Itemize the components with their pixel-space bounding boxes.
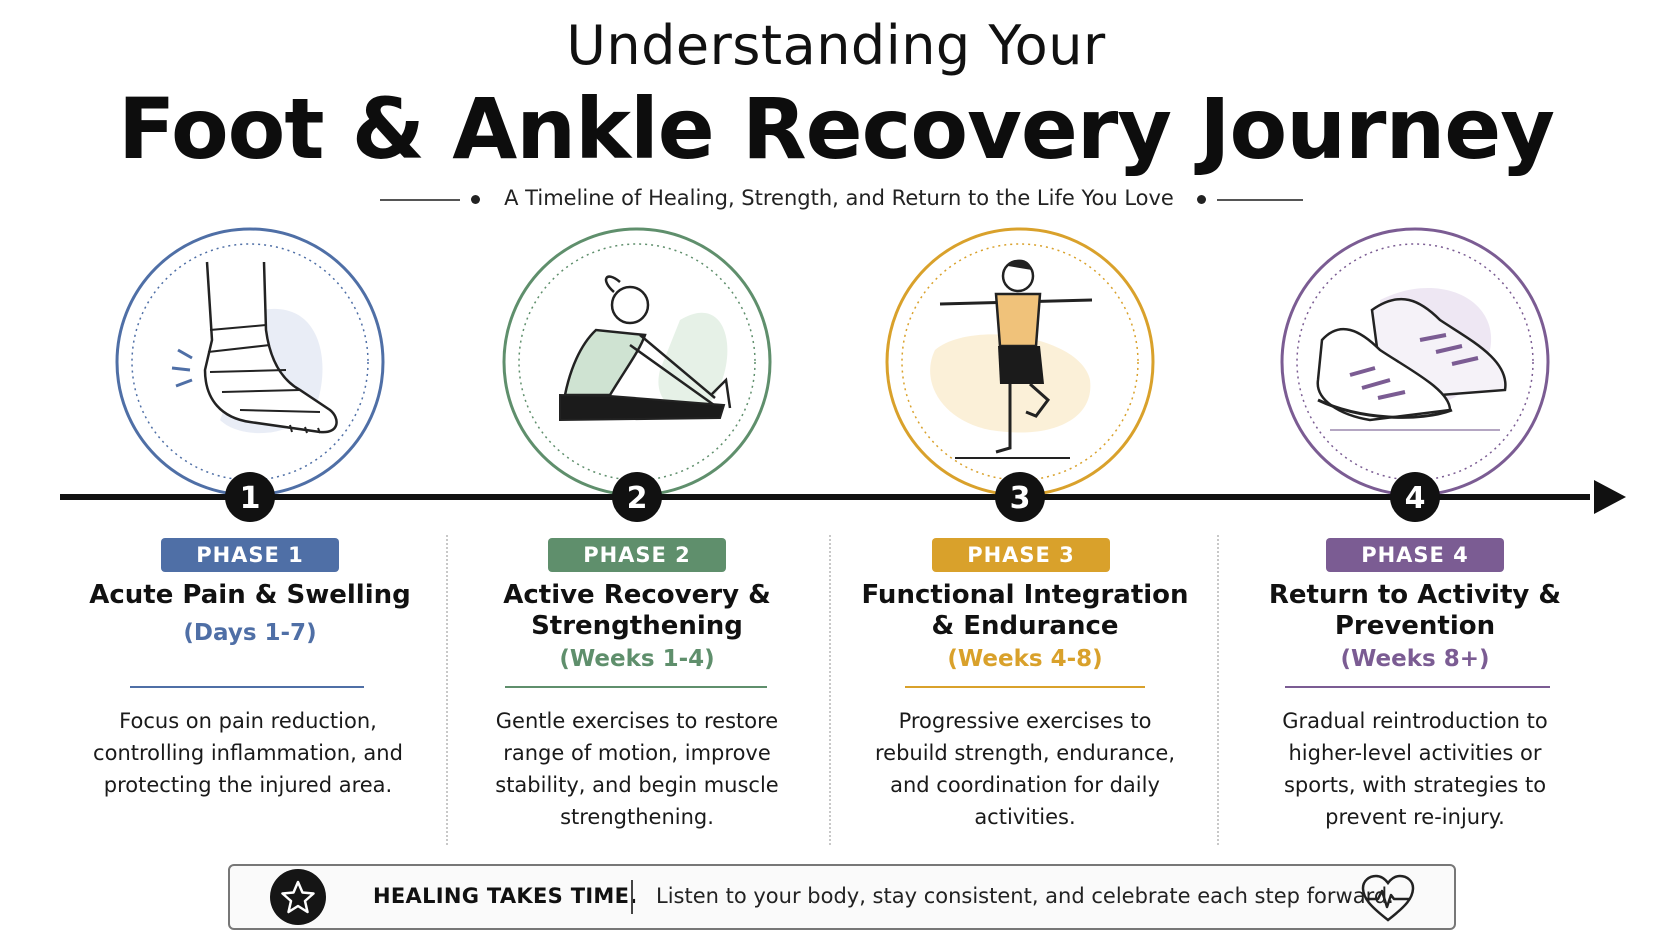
phase-3-rule <box>905 686 1145 688</box>
phase-1-description: Focus on pain reduction, controlling inf… <box>93 709 403 797</box>
phase-3-duration: (Weeks 4-8) <box>947 646 1103 672</box>
column-divider <box>829 535 831 845</box>
phase-3-title: Functional Integration & Endurance <box>861 580 1189 641</box>
phase-4-description: Gradual reintroduction to higher-level a… <box>1282 709 1548 829</box>
phase-4-number: 4 <box>1405 481 1426 516</box>
phase-2-description: Gentle exercises to restore range of mot… <box>495 709 779 829</box>
footer-headline: HEALING TAKES TIME. <box>373 884 638 908</box>
phase-2-rule <box>505 686 767 688</box>
footer-banner: HEALING TAKES TIME. Listen to your body,… <box>228 864 1456 930</box>
phase-1-illustration <box>115 227 385 497</box>
phase-2-duration: (Weeks 1-4) <box>559 646 715 672</box>
footer-separator <box>631 880 633 914</box>
phase-1-badge: PHASE 1 <box>161 538 339 572</box>
phase-4-illustration <box>1280 227 1550 497</box>
seated-stretch-icon <box>559 275 732 422</box>
phase-3-number: 3 <box>1010 481 1031 516</box>
phase-2-number: 2 <box>627 481 648 516</box>
phase-2-marker: 2 <box>612 472 662 522</box>
phase-3-illustration <box>885 227 1155 497</box>
heartbeat-icon <box>1360 874 1416 924</box>
phase-2-title: Active Recovery & Strengthening <box>503 580 771 641</box>
subtitle-row: A Timeline of Healing, Strength, and Ret… <box>0 186 1672 214</box>
phase-1-rule <box>130 686 364 688</box>
timeline-arrow-icon <box>1594 480 1626 514</box>
subtitle-dot-left <box>471 195 480 204</box>
running-shoes-icon <box>1316 288 1507 431</box>
title-line-1: Understanding Your <box>566 14 1106 77</box>
subtitle-rule-left <box>380 199 460 201</box>
phase-2-illustration <box>502 227 772 497</box>
column-divider <box>446 535 448 845</box>
phase-2-badge: PHASE 2 <box>548 538 726 572</box>
bandaged-ankle-icon <box>171 261 338 434</box>
phase-4-title: Return to Activity & Prevention <box>1268 580 1562 641</box>
single-leg-balance-icon <box>930 259 1093 459</box>
subtitle: A Timeline of Healing, Strength, and Ret… <box>504 186 1174 210</box>
star-icon <box>270 869 326 925</box>
subtitle-rule-right <box>1217 199 1303 201</box>
footer-message: Listen to your body, stay consistent, an… <box>656 884 1394 908</box>
phase-4-duration: (Weeks 8+) <box>1340 646 1490 672</box>
phase-4-rule <box>1285 686 1550 688</box>
phase-1-number: 1 <box>240 481 261 516</box>
subtitle-dot-right <box>1197 195 1206 204</box>
phase-1-duration: (Days 1-7) <box>183 620 317 646</box>
phase-3-badge: PHASE 3 <box>932 538 1110 572</box>
page-title: Foot & Ankle Recovery Journey <box>118 80 1555 178</box>
column-divider <box>1217 535 1219 845</box>
phase-3-marker: 3 <box>995 472 1045 522</box>
phase-4-badge: PHASE 4 <box>1326 538 1504 572</box>
phase-4-marker: 4 <box>1390 472 1440 522</box>
phase-1-title: Acute Pain & Swelling <box>89 580 411 610</box>
phase-1-marker: 1 <box>225 472 275 522</box>
phase-3-description: Progressive exercises to rebuild strengt… <box>874 709 1176 829</box>
